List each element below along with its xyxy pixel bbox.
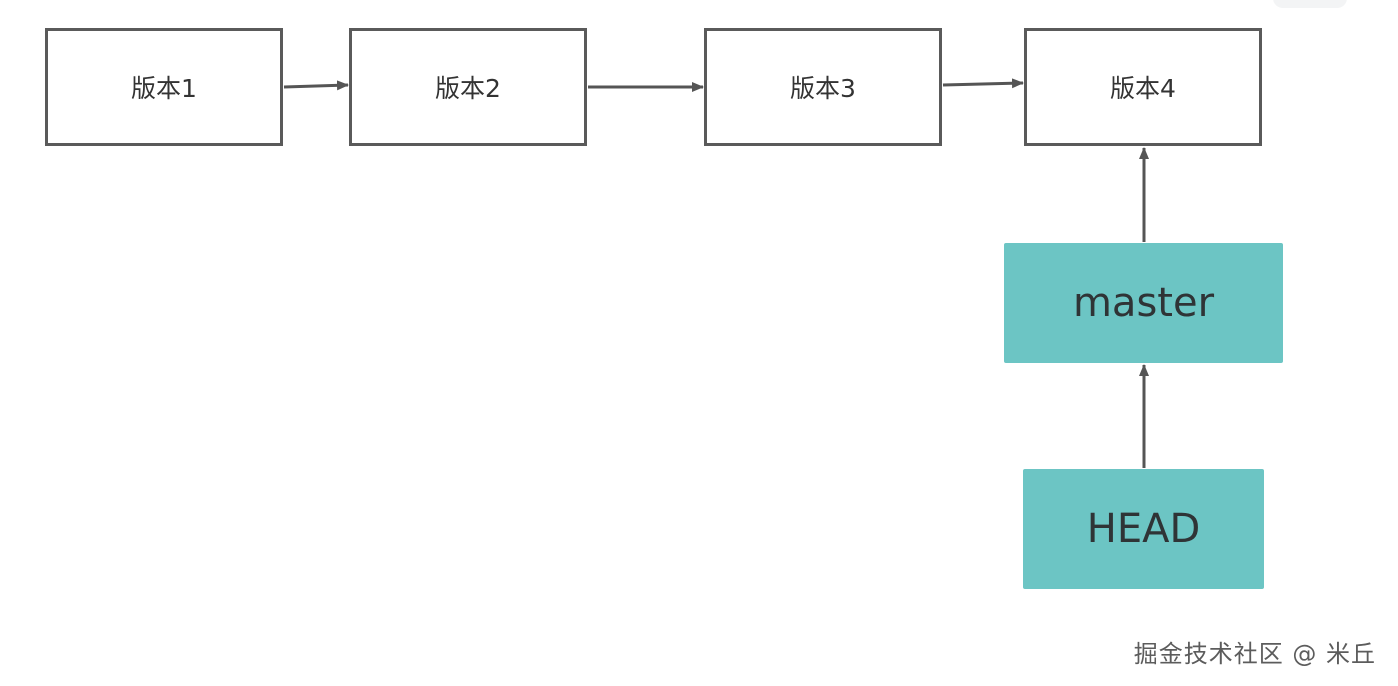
head-pointer: HEAD	[1023, 469, 1264, 589]
version-4-node: 版本4	[1024, 28, 1262, 146]
master-branch-pointer: master	[1004, 243, 1283, 363]
head-label: HEAD	[1086, 506, 1201, 552]
corner-decoration	[1273, 0, 1347, 8]
arrow-version1-to-version2	[283, 80, 349, 91]
version-1-label: 版本1	[131, 74, 197, 103]
version-4-label: 版本4	[1110, 74, 1176, 103]
version-3-label: 版本3	[790, 74, 856, 103]
version-2-label: 版本2	[435, 74, 501, 103]
watermark-text: 掘金技术社区 @ 米丘	[1133, 640, 1376, 668]
version-1-node: 版本1	[45, 28, 283, 146]
version-2-node: 版本2	[349, 28, 587, 146]
arrow-version3-to-version4	[942, 78, 1024, 89]
master-label: master	[1072, 280, 1215, 326]
version-3-node: 版本3	[704, 28, 942, 146]
